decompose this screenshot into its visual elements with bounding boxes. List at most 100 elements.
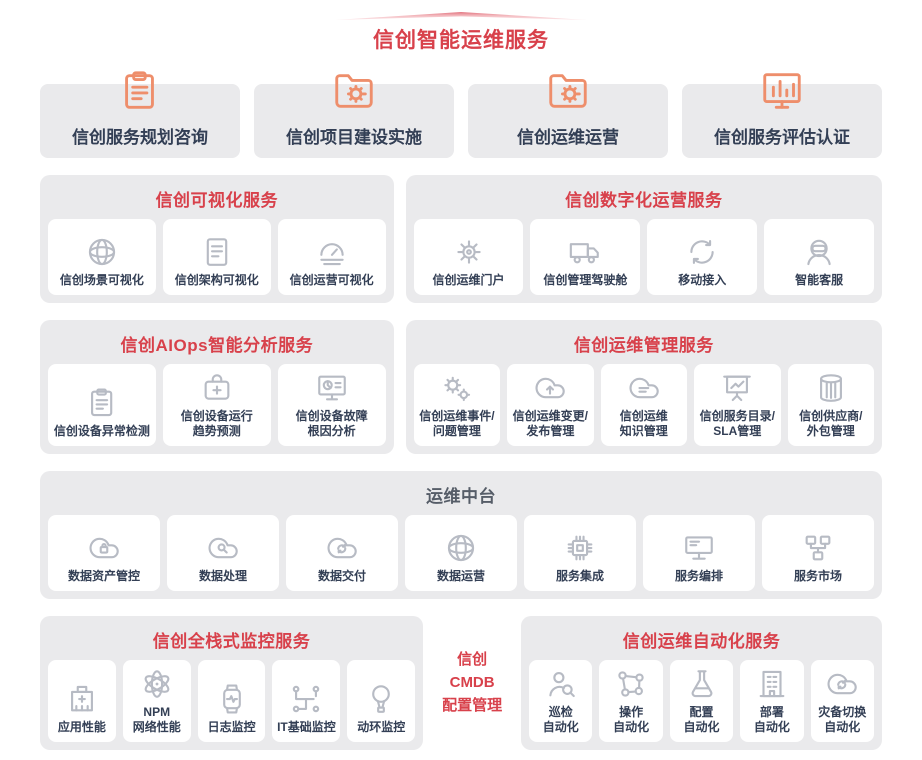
service-card: 巡检 自动化 [529,660,593,742]
card-list: 数据资产管控 数据处理 数据交付 数据运营 服务集成 [48,515,874,591]
balloon-icon [364,682,398,716]
service-card: 信创供应商/ 外包管理 [787,364,874,446]
top-service-label: 信创服务规划咨询 [72,128,208,147]
card-list: 应用性能 NPM 网络性能 日志监控 IT基础监控 动环监控 [48,660,416,742]
card-list: 信创场景可视化 信创架构可视化 信创运营可视化 [48,219,386,295]
service-card: 数据处理 [167,515,279,591]
card-label: 服务集成 [555,569,604,583]
panel-title: 信创全栈式监控服务 [152,632,311,651]
checklist-icon [85,386,119,420]
top-services-row: 信创服务规划咨询 信创项目建设实施 信创运维运营 信创服务评估认证 [40,84,882,158]
truck-icon [568,235,602,269]
panel-aiops: 信创AIOps智能分析服务 信创设备异常检测 信创设备运行 趋势预测 信创设备故… [40,320,394,454]
globe-icon [444,531,478,565]
card-label: 巡检 自动化 [542,705,579,734]
card-label: 配置 自动化 [683,705,720,734]
clipboard-icon [117,68,163,114]
network-nodes-icon [801,531,835,565]
card-label: 信创设备运行 趋势预测 [180,409,253,438]
top-service-label: 信创项目建设实施 [286,128,422,147]
service-card: 信创设备异常检测 [48,364,156,446]
service-card: 数据资产管控 [48,515,160,591]
service-card: 信创管理驾驶舱 [530,219,641,295]
card-label: IT基础监控 [277,720,336,734]
top-service-certification: 信创服务评估认证 [682,84,882,158]
card-label: 数据资产管控 [67,569,140,583]
top-service-label: 信创服务评估认证 [714,128,850,147]
card-label: 信创设备故障 根因分析 [295,409,368,438]
cmdb-line: CMDB [449,673,495,691]
hospital-icon [65,682,99,716]
cloud-lock-icon [87,531,121,565]
card-label: 信创架构可视化 [174,273,259,287]
card-label: 应用性能 [57,720,106,734]
service-card: 信创运维门户 [413,219,524,295]
service-card: 信创运维 知识管理 [600,364,688,446]
service-card: 信创运维事件/ 问题管理 [413,364,501,446]
flask-icon [685,667,719,701]
cmdb-block: 信创 CMDB 配置管理 [435,616,509,750]
card-label: 信创设备异常检测 [53,424,150,438]
panel-digital-operations: 信创数字化运营服务 信创运维门户 信创管理驾驶舱 移动接入 智能客服 [405,175,882,303]
panel-title: 信创AIOps智能分析服务 [120,336,314,355]
cmdb-line: 配置管理 [442,697,503,715]
card-list: 信创运维门户 信创管理驾驶舱 移动接入 智能客服 [413,219,874,295]
cloud-icon [627,371,661,405]
service-card: 服务集成 [524,515,636,591]
card-label: 信创运维门户 [432,273,505,287]
card-label: 信创运维变更/ 发布管理 [512,409,588,438]
panel-title: 信创运维管理服务 [573,336,714,355]
band-aiops-management: 信创AIOps智能分析服务 信创设备异常检测 信创设备运行 趋势预测 信创设备故… [40,320,882,454]
band-middle-platform: 运维中台 数据资产管控 数据处理 数据交付 数据运营 [40,471,882,599]
panel-title: 信创数字化运营服务 [565,191,723,210]
panel-visualization: 信创可视化服务 信创场景可视化 信创架构可视化 信创运营可视化 [40,175,394,303]
service-card: IT基础监控 [272,660,341,742]
card-label: 信创运维 知识管理 [619,409,668,438]
desktop-icon [682,531,716,565]
cmdb-line: 信创 [457,650,488,668]
panel-automation: 信创运维自动化服务 巡检 自动化 操作 自动化 配置 自动化 部署 自动化 [521,616,882,750]
card-label: 数据运营 [436,569,485,583]
monitor-chart-icon [315,371,349,405]
service-card: 智能客服 [764,219,874,295]
service-card: 信创设备运行 趋势预测 [162,364,271,446]
service-card: 操作 自动化 [599,660,663,742]
peak-arrow-shape [335,12,587,20]
top-service-planning: 信创服务规划咨询 [40,84,240,158]
panel-title: 运维中台 [426,487,496,506]
card-label: 信创运营可视化 [289,273,374,287]
smart-agent-icon [802,235,836,269]
bar-chart-icon [759,68,805,114]
card-label: 日志监控 [207,720,256,734]
card-label: 信创供应商/ 外包管理 [799,409,863,438]
panel-middle-platform: 运维中台 数据资产管控 数据处理 数据交付 数据运营 [40,471,882,599]
service-card: 信创设备故障 根因分析 [277,364,386,446]
service-card: 信创架构可视化 [162,219,271,295]
watch-icon [215,682,249,716]
circuit-icon [289,682,323,716]
card-label: 信创服务目录/ SLA管理 [699,409,775,438]
nodes-icon [614,667,648,701]
service-card: 信创运维变更/ 发布管理 [507,364,594,446]
presentation-chart-icon [720,371,754,405]
atom-icon [140,667,174,701]
folder-gear-icon [545,68,591,114]
panel-om-management: 信创运维管理服务 信创运维事件/ 问题管理 信创运维变更/ 发布管理 信创运维 … [405,320,882,454]
service-card: 服务编排 [643,515,755,591]
card-label: 部署 自动化 [753,705,790,734]
panel-title: 信创可视化服务 [155,191,279,210]
globe-icon [85,235,119,269]
service-card: 信创运营可视化 [277,219,386,295]
cloud-sync-icon [325,531,359,565]
top-service-implementation: 信创项目建设实施 [254,84,454,158]
medkit-icon [200,371,234,405]
card-label: 操作 自动化 [613,705,650,734]
top-service-label: 信创运维运营 [517,128,619,147]
service-card: 部署 自动化 [740,660,804,742]
card-label: 信创场景可视化 [59,273,144,287]
card-label: 动环监控 [357,720,406,734]
service-card: 动环监控 [347,660,416,742]
top-service-operations: 信创运维运营 [468,84,668,158]
cloud-search-icon [206,531,240,565]
